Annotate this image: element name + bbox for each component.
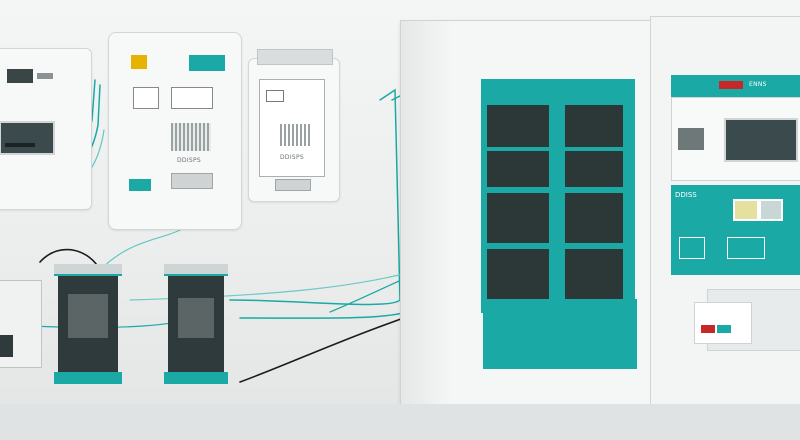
controller-a-button[interactable] — [129, 179, 151, 191]
controller-b-slot — [275, 179, 311, 191]
cabinet-teal-panel — [481, 79, 635, 313]
slot-8 — [565, 249, 623, 299]
breaker-right-face — [178, 298, 214, 338]
controller-a-grid — [171, 123, 211, 151]
breaker-left — [54, 264, 122, 384]
breaker-right-top — [164, 264, 228, 276]
right-lower-yellow — [733, 199, 759, 221]
controller-a-label: DDISPS — [177, 157, 202, 164]
main-cabinet-side — [401, 21, 453, 411]
breaker-right — [164, 264, 228, 384]
breaker-left-face — [68, 294, 108, 338]
right-panel-gray-block — [678, 128, 704, 150]
controller-a-teal-tag — [189, 55, 225, 71]
floor-strip — [0, 404, 800, 440]
breaker-left-top — [54, 264, 122, 276]
controller-a-slot — [171, 173, 213, 189]
wire-mid-1 — [229, 88, 401, 306]
controller-b-top — [257, 49, 333, 65]
right-header-label: ENNS — [749, 81, 767, 88]
cable-teal-up — [99, 229, 181, 271]
right-lower-label: DDISS — [675, 191, 697, 199]
right-inset-card — [694, 302, 752, 344]
left-unit-slot — [7, 69, 33, 83]
slot-4 — [565, 151, 623, 187]
controller-b-indicator — [266, 90, 284, 102]
controller-b-grid — [280, 124, 310, 146]
left-unit-port — [37, 73, 53, 79]
right-cabinet-header: ENNS — [671, 75, 800, 97]
right-cabinet-inset — [694, 289, 800, 351]
right-inset-red — [701, 325, 715, 333]
right-lower-key-2[interactable] — [727, 237, 765, 259]
controller-b-window: DDISPS — [259, 79, 325, 177]
slot-1 — [487, 105, 549, 147]
left-wall-unit — [0, 48, 92, 210]
right-cabinet-lower: DDISS — [671, 185, 800, 275]
controller-b: DDISPS — [248, 49, 340, 202]
right-cabinet: ENNS DDISS — [650, 16, 800, 408]
left-screen-bar — [5, 143, 35, 147]
right-cabinet-panel — [671, 97, 800, 181]
slot-6 — [565, 193, 623, 243]
left-unit-screen — [0, 121, 55, 155]
breaker-left-base — [54, 372, 122, 384]
slot-3 — [487, 151, 549, 187]
slot-7 — [487, 249, 549, 299]
printer-left-dark — [0, 335, 13, 357]
cabinet-teal-bottom — [483, 299, 637, 369]
right-inset-teal — [717, 325, 731, 333]
main-cabinet — [400, 20, 652, 412]
right-lower-icon — [759, 199, 783, 221]
controller-a: DDISPS — [108, 32, 242, 230]
slot-2 — [565, 105, 623, 147]
controller-a-indicator-1 — [133, 87, 159, 109]
controller-b-label: DDISPS — [280, 154, 305, 161]
right-panel-screen — [724, 118, 798, 162]
controller-a-indicator-2 — [171, 87, 213, 109]
controller-a-yellow-tag — [131, 55, 147, 69]
right-header-red — [719, 81, 743, 89]
right-lower-key-1[interactable] — [679, 237, 705, 259]
slot-5 — [487, 193, 549, 243]
printer-left — [0, 280, 42, 368]
breaker-right-base — [164, 372, 228, 384]
